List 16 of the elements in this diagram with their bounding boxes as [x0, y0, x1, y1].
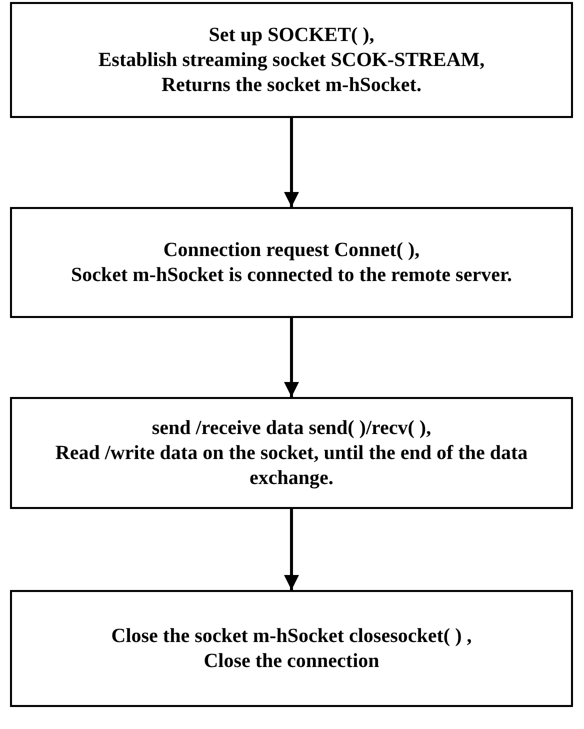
arrow	[284, 509, 299, 590]
process-box	[10, 590, 573, 707]
step-text: Establish streaming socket SCOK-STREAM,	[97, 48, 486, 72]
step-text: Socket m-hSocket is connected to the remote server.	[70, 262, 513, 288]
process-box	[10, 207, 573, 318]
arrow	[284, 118, 299, 207]
step-text: Read /write data on the socket, until the end of the data exchange.	[54, 440, 529, 490]
step-text: Connection request Connet( ),	[162, 238, 421, 262]
arrow	[284, 318, 299, 397]
step-text: Set up SOCKET( ),	[208, 22, 376, 48]
step-text: Returns the socket m-hSocket.	[160, 72, 422, 98]
step-text: Close the socket m-hSocket closesocket( ) ,	[110, 624, 473, 648]
process-box	[10, 397, 573, 509]
step-text: Close the connection	[202, 648, 380, 674]
step-text: send /receive data send( )/recv( ),	[150, 416, 432, 440]
process-box	[10, 2, 573, 118]
